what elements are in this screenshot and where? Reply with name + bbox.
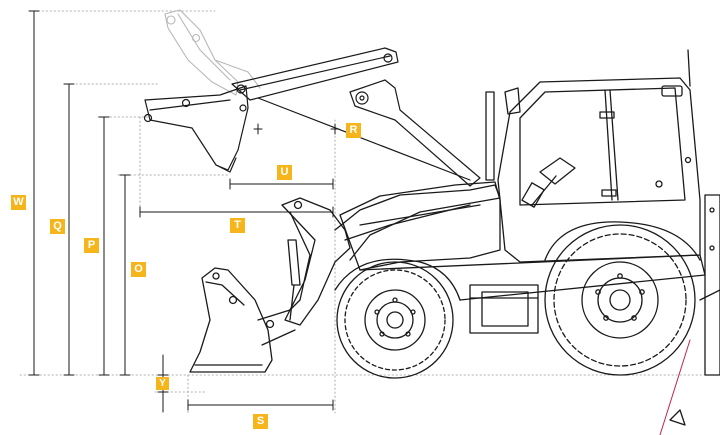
dimension-label-p: P — [84, 238, 99, 253]
dimension-label-t: T — [230, 218, 245, 233]
dimension-lines — [28, 10, 340, 413]
dimension-label-r: R — [346, 123, 361, 138]
rear-wheel — [544, 221, 701, 376]
raised-boom — [143, 47, 481, 187]
dimension-label-s: S — [253, 414, 268, 429]
ghost-raised-bucket — [164, 9, 261, 96]
dimension-label-q: Q — [50, 219, 65, 234]
dimension-label-w: W — [11, 195, 26, 210]
dimension-label-u: U — [277, 165, 292, 180]
machine-chassis — [334, 91, 706, 334]
backhoe-stub — [659, 194, 720, 435]
dimension-label-o: O — [131, 262, 146, 277]
operator-cab — [497, 49, 701, 263]
dimension-label-y: Y — [156, 377, 169, 390]
lowered-boom-and-bucket — [189, 184, 501, 373]
front-wheel — [336, 261, 454, 379]
